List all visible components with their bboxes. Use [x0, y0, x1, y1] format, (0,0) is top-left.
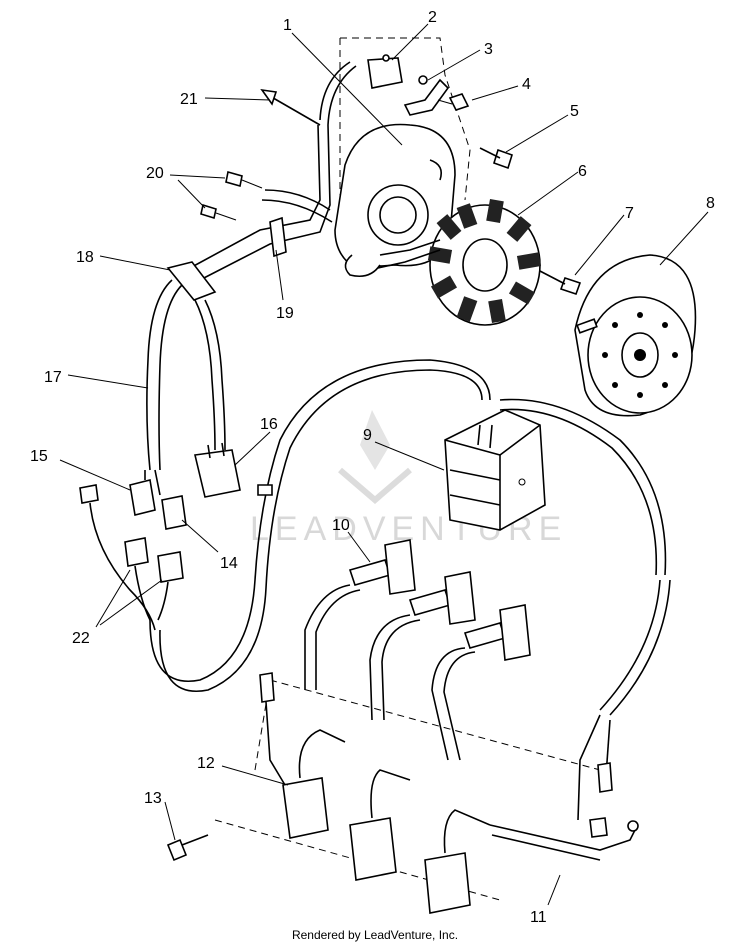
screw-4 [437, 93, 470, 111]
callout-1: 1 [283, 17, 292, 34]
callout-3: 3 [484, 41, 493, 58]
harness-loop [149, 359, 491, 692]
bracket-clip [367, 54, 403, 89]
cable-clamp [403, 75, 450, 116]
callout-13: 13 [144, 790, 162, 807]
callout-14: 14 [220, 555, 238, 572]
callout-leaders [59, 23, 709, 906]
connector-16 [194, 442, 241, 498]
screws-20 [200, 170, 263, 221]
ignition-wires [304, 584, 476, 761]
callout-9: 9 [363, 427, 372, 444]
footer-credit: Rendered by LeadVenture, Inc. [291, 928, 459, 942]
bolt-13 [166, 834, 209, 862]
callout-16: 16 [260, 416, 278, 433]
callout-10: 10 [332, 517, 350, 534]
callout-11: 11 [530, 909, 547, 926]
flywheel [574, 254, 697, 417]
callout-19: 19 [276, 305, 294, 322]
callout-22: 22 [72, 630, 90, 647]
callout-7: 7 [625, 205, 634, 222]
screw-21 [260, 88, 321, 126]
callout-21: 21 [180, 91, 198, 108]
callout-2: 2 [428, 9, 437, 26]
main-harness [146, 61, 357, 471]
callout-6: 6 [578, 163, 587, 180]
callout-18: 18 [76, 249, 94, 266]
stator-plate [334, 37, 471, 278]
alignment-box [214, 679, 601, 901]
stator [377, 198, 542, 326]
cdi-box [444, 398, 671, 716]
callout-17: 17 [44, 369, 62, 386]
callout-20: 20 [146, 165, 164, 182]
screw-7 [537, 269, 582, 296]
callout-12: 12 [197, 755, 215, 772]
screw-5 [479, 147, 513, 170]
harness-11 [489, 714, 639, 861]
harness-22 [79, 484, 184, 631]
callout-5: 5 [570, 103, 579, 120]
connector-15 [129, 469, 161, 516]
callout-15: 15 [30, 448, 48, 465]
callout-labels: 1 2 3 4 5 6 7 8 9 10 11 12 13 14 15 16 1… [30, 9, 715, 926]
spark-plug-caps [348, 539, 531, 661]
callout-4: 4 [522, 76, 531, 93]
ignition-coils [259, 672, 491, 914]
connector-14 [161, 495, 187, 530]
callout-8: 8 [706, 195, 715, 212]
